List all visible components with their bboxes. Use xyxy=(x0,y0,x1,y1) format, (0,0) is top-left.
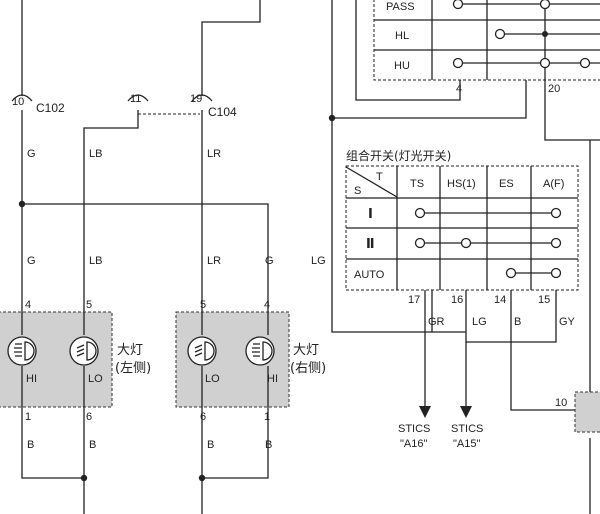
right-module-box xyxy=(574,391,600,433)
lamp-right-side: (右侧) xyxy=(290,361,326,376)
wire-lb xyxy=(83,110,139,312)
switch-row-auto: AUTO xyxy=(354,269,385,281)
switch-col-af: A(F) xyxy=(543,178,564,190)
wire-label-lg: LG xyxy=(472,316,487,328)
wire-label: LR xyxy=(207,148,221,160)
wire-b-ground xyxy=(21,407,269,514)
pin-label: 5 xyxy=(200,299,206,311)
connector-label-19: 19 xyxy=(190,93,202,105)
bulb-icon xyxy=(245,336,275,366)
target-stics-1: STICS xyxy=(398,423,430,435)
pin-label: 4 xyxy=(456,83,462,95)
bulb-icon xyxy=(187,336,217,366)
wire-label: B xyxy=(265,439,272,451)
lamp-hi-label: HI xyxy=(267,373,278,385)
lamp-left-name: 大灯 xyxy=(117,343,143,358)
arrow-down-icon xyxy=(419,406,431,418)
junction-dot xyxy=(198,474,206,482)
top-switch-table: PASS HL HU xyxy=(373,0,600,81)
wire-top-box-4 xyxy=(355,0,461,101)
lamp-right-name: 大灯 xyxy=(293,343,319,358)
bulb-icon xyxy=(69,336,99,366)
wire-label: LR xyxy=(207,255,221,267)
pin-label: 16 xyxy=(451,294,463,306)
top-row-label: HU xyxy=(394,60,410,72)
junction-dot xyxy=(18,200,26,208)
pin-label: 17 xyxy=(408,294,420,306)
lamp-lo-label: LO xyxy=(205,373,220,385)
pin-label: 1 xyxy=(25,411,31,423)
wire-label: G xyxy=(27,148,36,160)
lamp-leads-top xyxy=(21,312,269,335)
pin-label: 5 xyxy=(86,299,92,311)
target-stics-2: STICS xyxy=(451,423,483,435)
switch-title: 组合开关(灯光开关) xyxy=(346,148,451,163)
arrow-down-icon xyxy=(460,406,472,418)
pin-label: 4 xyxy=(264,299,270,311)
wire-label-gr: GR xyxy=(428,316,445,328)
lamp-leads-bottom xyxy=(21,366,269,407)
wire-label: B xyxy=(27,439,34,451)
junction-dot xyxy=(80,474,88,482)
lamp-hi-label: HI xyxy=(26,373,37,385)
pin-label: 1 xyxy=(264,411,270,423)
wire-label-gy: GY xyxy=(559,316,576,328)
switch-col-es: ES xyxy=(499,178,514,190)
target-a15: "A15" xyxy=(453,438,480,450)
target-a16: "A16" xyxy=(400,438,427,450)
connector-label-11: 11 xyxy=(130,93,141,105)
switch-col-ts: TS xyxy=(410,178,424,190)
pin-label: 15 xyxy=(538,294,550,306)
wire-lg xyxy=(331,0,466,333)
wire-label-lg: LG xyxy=(311,255,326,267)
wire-b-to-module xyxy=(510,290,575,411)
wire-label: LB xyxy=(89,255,102,267)
pin-label: 6 xyxy=(200,411,206,423)
wire-label: LB xyxy=(89,148,102,160)
connector-c102-10 xyxy=(11,94,33,102)
top-row-label: PASS xyxy=(386,1,415,13)
connector-11 xyxy=(127,94,149,102)
connector-label-c104: C104 xyxy=(208,105,237,119)
pin-label: 20 xyxy=(548,83,560,95)
wire-label: G xyxy=(265,255,274,267)
connector-label-c102: C102 xyxy=(36,101,65,115)
wire-label: G xyxy=(27,255,36,267)
pin-label: 10 xyxy=(555,397,567,409)
wire-right-exit xyxy=(544,80,600,141)
lamp-left-side: (左侧) xyxy=(115,361,151,376)
headlamp-circuit: 10 C102 11 19 C104 G LB LR G LB LR G 4 5… xyxy=(0,0,326,514)
connector-c104-19 xyxy=(191,94,213,102)
switch-corner-t: T xyxy=(376,171,383,183)
wire-label-b: B xyxy=(514,316,521,328)
switch-row-2: Ⅱ xyxy=(366,236,375,251)
wire-label: B xyxy=(207,439,214,451)
switch-circuit: PASS HL HU 4 20 组合开关(灯光开关) xyxy=(311,0,600,514)
pin-label: 14 xyxy=(494,294,506,306)
connector-label-10: 10 xyxy=(12,96,24,108)
switch-row-1: Ⅰ xyxy=(368,206,373,221)
switch-corner-s: S xyxy=(354,185,361,197)
pin-label: 6 xyxy=(86,411,92,423)
combination-switch: 组合开关(灯光开关) T S TS HS(1) ES A(F) Ⅰ Ⅱ AUTO xyxy=(345,148,579,291)
top-row-label: HL xyxy=(395,30,409,42)
lamp-lo-label: LO xyxy=(88,373,103,385)
wire-g-horizontal xyxy=(22,203,269,312)
pin-label: 4 xyxy=(25,299,31,311)
wire-label: B xyxy=(89,439,96,451)
bulb-icon xyxy=(7,336,37,366)
wire-lr-top xyxy=(201,0,261,96)
wire-top-box-20 xyxy=(332,80,527,119)
switch-col-hs1: HS(1) xyxy=(447,178,476,190)
